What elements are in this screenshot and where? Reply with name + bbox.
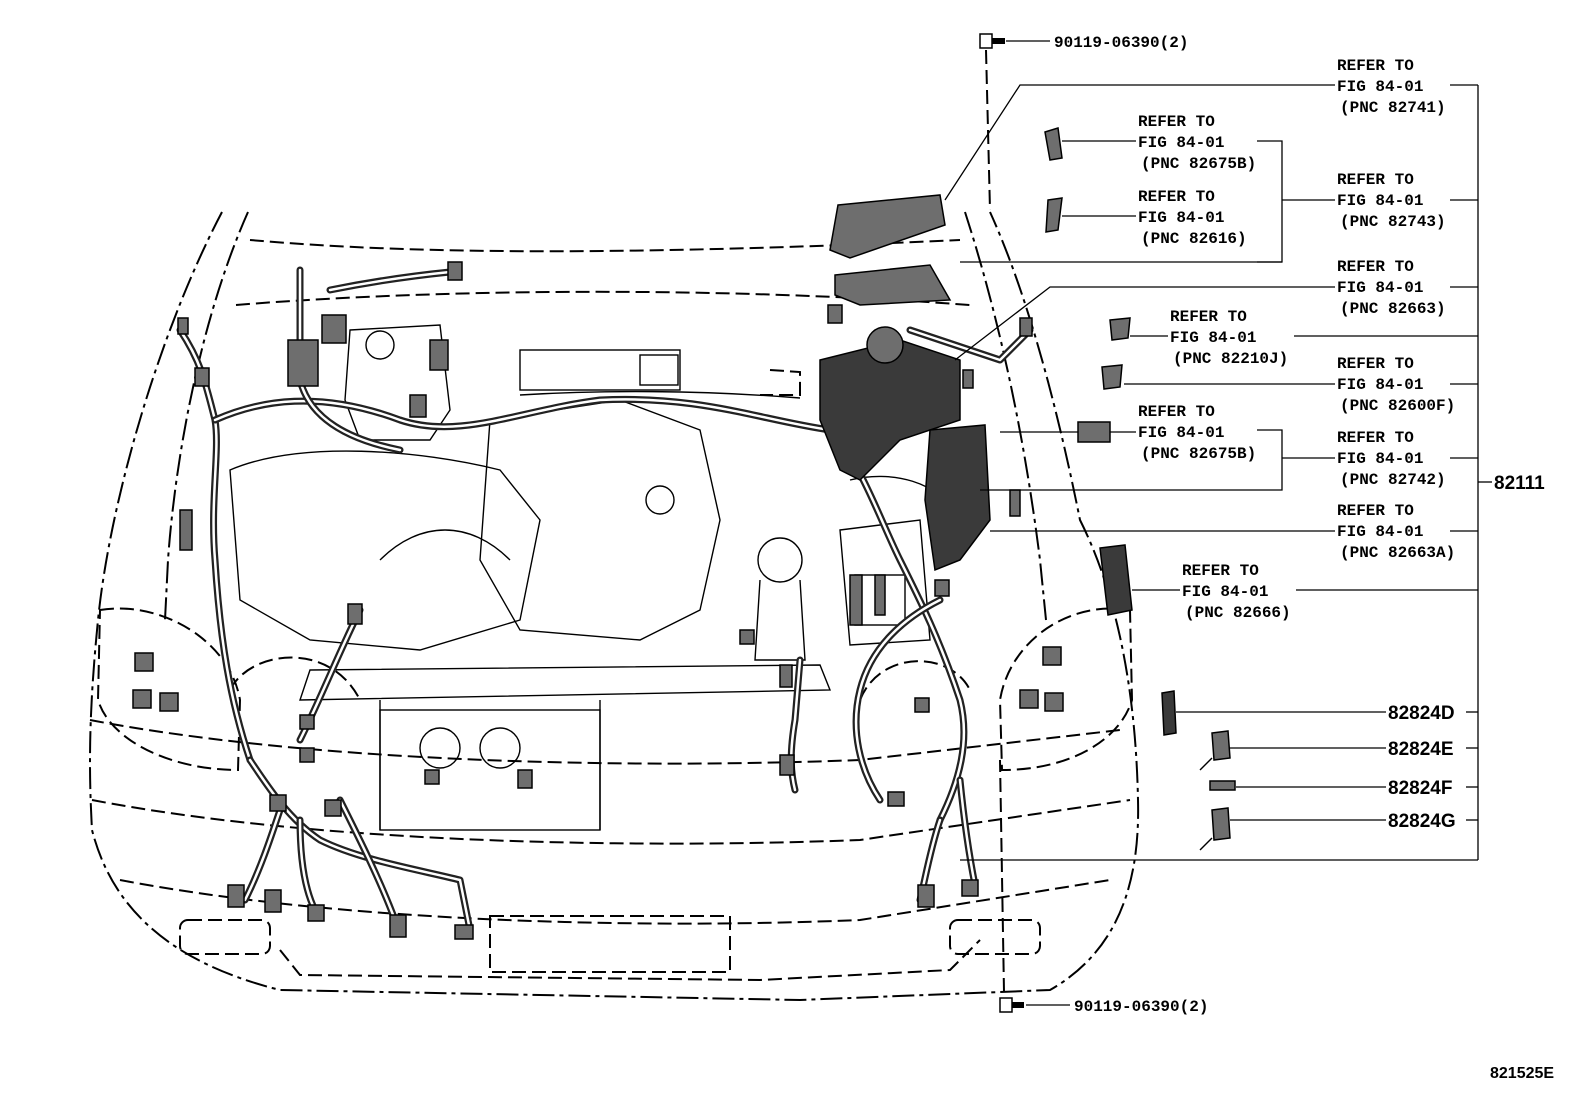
refer-label-82741: REFER TO FIG 84-01 (PNC 82741) [1337,57,1446,117]
refer-label-82210j: REFER TO FIG 84-01 (PNC 82210J) [1170,308,1288,368]
refer-label-82675b-a: REFER TO FIG 84-01 (PNC 82675B) [1138,113,1256,173]
refer-label-82600f: REFER TO FIG 84-01 (PNC 82600F) [1337,355,1455,415]
refer-line2: FIG 84-01 [1337,279,1423,297]
refer-line3: (PNC 82663) [1340,300,1446,318]
figure-id: 821525E [1490,1065,1554,1082]
refer-line2: FIG 84-01 [1182,583,1268,601]
refer-label-82743: REFER TO FIG 84-01 (PNC 82743) [1337,171,1446,231]
refer-line2: FIG 84-01 [1337,192,1423,210]
part-number-82824f: 82824F [1388,778,1452,799]
part-number-82824d: 82824D [1388,703,1455,724]
refer-line3: (PNC 82600F) [1340,397,1455,415]
refer-line2: FIG 84-01 [1337,450,1423,468]
bolt-top [979,33,1005,211]
refer-label-82663: REFER TO FIG 84-01 (PNC 82663) [1337,258,1446,318]
refer-label-82742: REFER TO FIG 84-01 (PNC 82742) [1337,429,1446,489]
refer-line3: (PNC 82210J) [1173,350,1288,368]
refer-line1: REFER TO [1337,502,1414,520]
bolt-label-top: 90119-06390(2) [1054,34,1188,52]
refer-line2: FIG 84-01 [1337,523,1423,541]
bolt-part-number-top: 90119-06390(2) [1054,34,1188,52]
refer-label-82666: REFER TO FIG 84-01 (PNC 82666) [1182,562,1291,622]
refer-line2: FIG 84-01 [1138,424,1224,442]
refer-line1: REFER TO [1138,113,1215,131]
refer-line1: REFER TO [1337,57,1414,75]
refer-label-82663a: REFER TO FIG 84-01 (PNC 82663A) [1337,502,1455,562]
vehicle-body-outline [89,211,1140,1002]
refer-line1: REFER TO [1337,429,1414,447]
main-part-number: 82111 [1494,473,1545,494]
bolt-label-bottom: 90119-06390(2) [1074,998,1208,1016]
refer-line3: (PNC 82675B) [1141,155,1256,173]
refer-line3: (PNC 82743) [1340,213,1446,231]
connectors [132,194,1064,940]
refer-line2: FIG 84-01 [1337,78,1423,96]
refer-line1: REFER TO [1138,403,1215,421]
refer-label-82675b-b: REFER TO FIG 84-01 (PNC 82675B) [1138,403,1256,463]
refer-line1: REFER TO [1182,562,1259,580]
refer-line3: (PNC 82742) [1340,471,1446,489]
part-number-82824g: 82824G [1388,811,1456,832]
refer-line1: REFER TO [1337,355,1414,373]
leader-lines [944,40,1492,1006]
refer-line3: (PNC 82741) [1340,99,1446,117]
part-number-82824e: 82824E [1388,739,1454,760]
refer-line3: (PNC 82666) [1185,604,1291,622]
refer-line2: FIG 84-01 [1337,376,1423,394]
refer-line3: (PNC 82616) [1141,230,1247,248]
refer-line3: (PNC 82675B) [1141,445,1256,463]
refer-line1: REFER TO [1170,308,1247,326]
refer-line2: FIG 84-01 [1138,134,1224,152]
refer-label-82616: REFER TO FIG 84-01 (PNC 82616) [1138,188,1247,248]
bolt-part-number-bottom: 90119-06390(2) [1074,998,1208,1016]
bolt-bottom [999,759,1024,1013]
refer-line1: REFER TO [1337,258,1414,276]
refer-line3: (PNC 82663A) [1340,544,1455,562]
refer-line1: REFER TO [1337,171,1414,189]
refer-line1: REFER TO [1138,188,1215,206]
refer-line2: FIG 84-01 [1170,329,1256,347]
refer-line2: FIG 84-01 [1138,209,1224,227]
